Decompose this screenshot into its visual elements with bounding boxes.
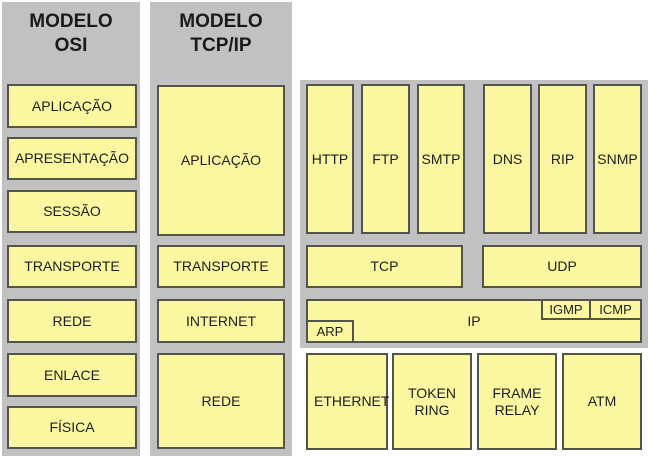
protocol-box-token-ring-label: TOKEN RING bbox=[408, 384, 456, 418]
osi-layer-rede: REDE bbox=[7, 299, 137, 343]
osi-layer-fisica: FÍSICA bbox=[7, 406, 137, 449]
protocol-box-smtp: SMTP bbox=[417, 84, 465, 234]
osi-layer-aplicacao: APLICAÇÃO bbox=[7, 84, 137, 128]
protocol-box-frame-relay: FRAME RELAY bbox=[477, 353, 557, 450]
protocol-box-arp: ARP bbox=[306, 320, 354, 343]
protocol-box-http: HTTP bbox=[306, 84, 354, 234]
tcpip-layer-transporte: TRANSPORTE bbox=[157, 245, 285, 288]
tcpip-title-line2: TCP/IP bbox=[190, 35, 252, 56]
protocol-box-udp: UDP bbox=[482, 245, 642, 288]
osi-title-line1: MODELO bbox=[29, 11, 113, 32]
osi-layer-enlace: ENLACE bbox=[7, 353, 137, 397]
protocol-box-tcp: TCP bbox=[306, 245, 463, 288]
tcpip-layer-internet: INTERNET bbox=[157, 299, 285, 343]
tcpip-model-title: MODELO TCP/IP bbox=[150, 10, 292, 58]
tcpip-layer-aplicacao: APLICAÇÃO bbox=[157, 85, 285, 236]
protocol-box-ethernet-label: ETHERNET bbox=[314, 393, 390, 409]
protocol-box-icmp: ICMP bbox=[589, 299, 642, 320]
protocol-box-dns: DNS bbox=[483, 84, 532, 234]
tcpip-title-line1: MODELO bbox=[179, 11, 263, 32]
protocol-box-ethernet: ETHERNET bbox=[306, 353, 390, 450]
tcpip-layer-rede: REDE bbox=[157, 353, 285, 449]
protocol-box-atm-label: ATM bbox=[587, 393, 617, 409]
protocol-box-ftp: FTP bbox=[361, 84, 410, 234]
osi-title-line2: OSI bbox=[54, 35, 88, 56]
osi-layer-apresentacao: APRESENTAÇÃO bbox=[7, 137, 137, 180]
protocol-box-atm: ATM bbox=[562, 353, 642, 450]
protocol-box-snmp: SNMP bbox=[593, 84, 642, 234]
protocol-box-igmp: IGMP bbox=[541, 299, 591, 320]
protocol-box-rip: RIP bbox=[538, 84, 587, 234]
osi-layer-sessao: SESSÃO bbox=[7, 190, 137, 233]
protocol-box-token-ring: TOKEN RING bbox=[392, 353, 472, 450]
osi-layer-transporte: TRANSPORTE bbox=[7, 245, 137, 288]
protocol-box-frame-relay-label: FRAME RELAY bbox=[492, 384, 542, 418]
osi-model-title: MODELO OSI bbox=[2, 10, 140, 58]
